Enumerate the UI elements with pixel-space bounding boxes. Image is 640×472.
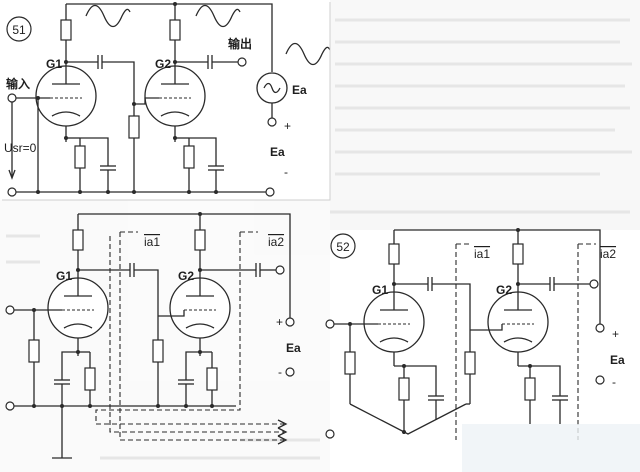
input-ground-terminal — [7, 187, 17, 197]
current-ia1-52: ia1 — [474, 247, 490, 261]
tube-g2-label: G2 — [155, 57, 171, 71]
output-terminal — [237, 57, 247, 67]
output-terminal-52 — [589, 279, 599, 289]
input-label: 输入 — [6, 76, 30, 91]
plate-resistor-g2 — [169, 19, 181, 41]
minus-terminal-52 — [595, 375, 605, 385]
current-ia1-left: ia1 — [144, 235, 160, 249]
waveform-3-icon — [285, 42, 331, 66]
plus-sign-left: + — [276, 315, 283, 329]
current-ia2-52: ia2 — [600, 247, 616, 261]
plus-sign-52: + — [612, 327, 619, 341]
grid-resistor-g1-52 — [344, 351, 356, 375]
cathode-resistor-g2 — [183, 145, 195, 169]
cathode-resistor-g1-52 — [398, 377, 410, 401]
dc-supply-label: Ea — [270, 145, 285, 159]
figure-number-52: 52 — [336, 240, 350, 254]
input-terminal-left — [5, 305, 15, 315]
waveform-1-icon — [85, 4, 131, 28]
cathode-resistor-g2-left — [206, 367, 218, 391]
supply-label-52: Ea — [610, 353, 625, 367]
diagram-push-pull-left: ia1 ia2 G1 G2 — [5, 212, 301, 459]
output-label: 输出 — [228, 36, 252, 51]
plate-resistor-g2-left — [194, 229, 206, 251]
minus-terminal-left — [285, 367, 295, 377]
figure-number-badge-52 — [330, 233, 356, 259]
supply-label-left: Ea — [286, 341, 301, 355]
current-ia2-left: ia2 — [268, 235, 284, 249]
tube-g1-52-label: G1 — [372, 283, 388, 297]
diagram-52: 52 ia1 ia2 G1 — [325, 228, 640, 472]
source-label: Ea — [292, 83, 307, 97]
cathode-resistor-g2-52 — [524, 377, 536, 401]
tube-g2-52-label: G2 — [496, 283, 512, 297]
plate-resistor-g2-52 — [512, 243, 524, 265]
minus-sign-52: - — [612, 375, 616, 389]
bias-label: Usr=0 — [4, 141, 37, 155]
plus-terminal-left — [285, 317, 295, 327]
tube-g1-left-label: G1 — [56, 269, 72, 283]
diagram-51: 51 输出 G1 — [2, 2, 331, 201]
minus-sign-left: - — [278, 365, 282, 379]
waveform-2-icon — [195, 4, 241, 28]
input-ground-52 — [325, 429, 335, 439]
grid-resistor-g2-left — [152, 339, 164, 363]
tube-g2-left-label: G2 — [178, 269, 194, 283]
grid-resistor-g2 — [128, 115, 140, 139]
figure-number-badge-51 — [6, 16, 32, 42]
figure-number-51: 51 — [12, 23, 26, 37]
plus-sign-51: + — [284, 119, 291, 133]
input-terminal — [7, 93, 17, 103]
output-terminal-left — [275, 265, 285, 275]
plate-resistor-g1-left — [72, 229, 84, 251]
minus-terminal-51 — [265, 187, 275, 197]
grid-resistor-g1-left — [28, 339, 40, 363]
cathode-resistor-g1-left — [84, 367, 96, 391]
plate-resistor-g1-52 — [388, 243, 400, 265]
input-terminal-52 — [325, 319, 335, 329]
plus-terminal-52 — [595, 323, 605, 333]
input-ground-left — [5, 401, 15, 411]
grid-resistor-g2-52 — [464, 351, 476, 375]
plate-resistor-g1 — [60, 19, 72, 41]
plus-terminal-51 — [267, 117, 277, 127]
cathode-resistor-g1 — [74, 145, 86, 169]
minus-sign-51: - — [284, 165, 288, 179]
tube-g1-label: G1 — [46, 57, 62, 71]
